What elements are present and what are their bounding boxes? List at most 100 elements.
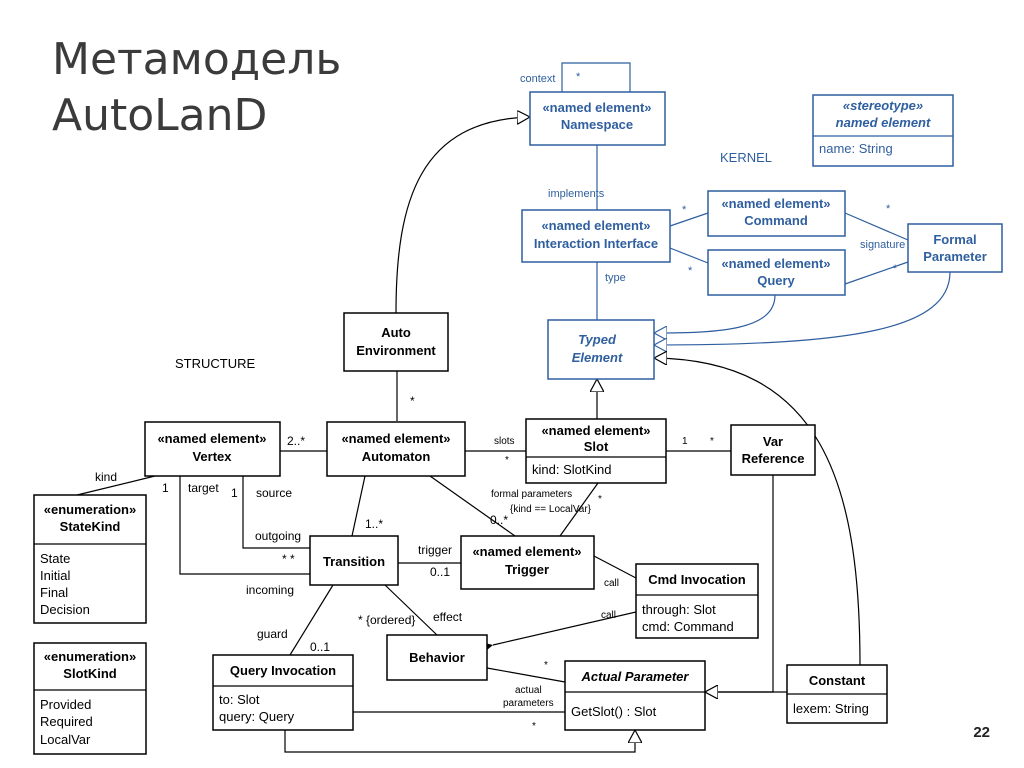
svg-text:Initial: Initial xyxy=(40,568,70,583)
automaton-class[interactable]: «named element» Automaton xyxy=(326,421,466,477)
label-actual-parameters-1: actual xyxy=(515,685,542,696)
label-incoming-mult: * * xyxy=(282,552,295,566)
svg-text:cmd: Command: cmd: Command xyxy=(642,619,734,634)
svg-text:«enumeration»: «enumeration» xyxy=(44,649,136,664)
label-signature: signature xyxy=(860,239,905,251)
svg-text:Final: Final xyxy=(40,585,68,600)
svg-text:Query: Query xyxy=(757,273,795,288)
fp-generalization xyxy=(654,271,951,345)
cmd-invocation-class[interactable]: Cmd Invocation through: Slot cmd: Comman… xyxy=(635,563,759,639)
svg-text:«named element»: «named element» xyxy=(542,100,651,115)
svg-text:Automaton: Automaton xyxy=(362,449,431,464)
formal-parameter-class[interactable]: Formal Parameter xyxy=(907,223,1003,273)
transition-class[interactable]: Transition xyxy=(309,535,399,586)
svg-text:Trigger: Trigger xyxy=(505,562,549,577)
qi-generalization xyxy=(284,730,635,753)
svg-text:Typed: Typed xyxy=(578,332,617,347)
svg-text:Command: Command xyxy=(744,213,808,228)
svg-text:Cmd Invocation: Cmd Invocation xyxy=(648,572,746,587)
svg-text:«enumeration»: «enumeration» xyxy=(44,502,136,517)
svg-text:State: State xyxy=(40,551,70,566)
label-transition-mult: 1..* xyxy=(365,517,383,531)
svg-text:GetSlot() : Slot: GetSlot() : Slot xyxy=(571,704,657,719)
label-qi-mult: * xyxy=(532,721,536,732)
slide-title: Метамодель AutoLanD xyxy=(52,32,432,144)
var-reference-class[interactable]: Var Reference xyxy=(730,424,816,476)
label-target: target xyxy=(188,481,219,495)
svg-text:Query Invocation: Query Invocation xyxy=(230,663,336,678)
label-ordered: * {ordered} xyxy=(358,613,415,627)
stereotype-named-element[interactable]: «stereotype» named element name: String xyxy=(812,94,954,167)
svg-text:Namespace: Namespace xyxy=(561,117,633,132)
svg-text:Actual Parameter: Actual Parameter xyxy=(581,669,690,684)
svg-text:Slot: Slot xyxy=(584,439,609,454)
label-implements: implements xyxy=(548,188,605,200)
typed-element-class[interactable]: Typed Element xyxy=(547,319,655,380)
label-guard-opt: 0..1 xyxy=(310,640,330,654)
behavior-class[interactable]: Behavior xyxy=(386,634,488,681)
label-trigger-opt: 0..1 xyxy=(430,565,450,579)
label-source: source xyxy=(256,486,292,500)
svg-text:Environment: Environment xyxy=(356,343,436,358)
svg-text:Constant: Constant xyxy=(809,673,866,688)
slot-kind-enum[interactable]: «enumeration» SlotKind Provided Required… xyxy=(33,642,147,755)
query-assoc xyxy=(655,241,709,264)
svg-text:Decision: Decision xyxy=(40,602,90,617)
namespace-class[interactable]: «named element» Namespace xyxy=(529,91,666,146)
label-call-behavior: call xyxy=(601,610,616,621)
svg-text:Parameter: Parameter xyxy=(923,249,987,264)
constant-generalization xyxy=(654,358,861,666)
label-vertex-mult: 2..* xyxy=(287,434,305,448)
label-source-one: 1 xyxy=(231,486,238,500)
vertex-kind xyxy=(76,475,156,496)
label-incoming: incoming xyxy=(246,583,294,597)
svg-text:Behavior: Behavior xyxy=(409,650,465,665)
label-actual-parameters-2: parameters xyxy=(503,698,554,709)
svg-text:Interaction Interface: Interaction Interface xyxy=(534,236,658,251)
source-assoc xyxy=(242,476,310,549)
svg-text:«named element»: «named element» xyxy=(157,431,266,446)
svg-text:Var: Var xyxy=(763,434,783,449)
svg-text:«named element»: «named element» xyxy=(541,218,650,233)
cmd-trigger xyxy=(579,548,637,579)
title-line-1: Метамодель xyxy=(52,34,342,85)
connectors xyxy=(76,62,951,753)
actual-parameter-class[interactable]: Actual Parameter GetSlot() : Slot xyxy=(564,660,706,731)
svg-text:Required: Required xyxy=(40,714,93,729)
label-fp-mult-bottom: * xyxy=(893,263,898,275)
auto-environment-class[interactable]: Auto Environment xyxy=(343,312,449,372)
svg-text:«stereotype»: «stereotype» xyxy=(843,98,923,113)
constant-class[interactable]: Constant lexem: String xyxy=(786,664,888,724)
title-line-2: AutoLanD xyxy=(52,90,268,141)
query-class[interactable]: «named element» Query xyxy=(707,249,846,296)
svg-text:«named element»: «named element» xyxy=(341,431,450,446)
svg-text:«named element»: «named element» xyxy=(721,256,830,271)
transition-behavior xyxy=(373,573,438,636)
svg-text:kind: SlotKind: kind: SlotKind xyxy=(532,462,612,477)
trigger-class[interactable]: «named element» Trigger xyxy=(460,535,595,590)
structure-label: STRUCTURE xyxy=(175,356,255,371)
label-slots: slots xyxy=(494,436,515,447)
svg-text:to: Slot: to: Slot xyxy=(219,692,260,707)
command-assoc xyxy=(654,212,709,233)
svg-text:lexem: String: lexem: String xyxy=(793,701,869,716)
vertex-class[interactable]: «named element» Vertex xyxy=(144,421,281,477)
svg-text:name: String: name: String xyxy=(819,141,893,156)
command-class[interactable]: «named element» Command xyxy=(707,190,846,237)
label-constraint: {kind == LocalVar} xyxy=(510,504,592,515)
label-call-cmd: call xyxy=(604,578,619,589)
interaction-interface-class[interactable]: «named element» Interaction Interface xyxy=(521,209,671,263)
label-trigger: trigger xyxy=(418,543,452,557)
label-fp-mult-top: * xyxy=(886,203,891,215)
svg-text:Vertex: Vertex xyxy=(192,449,232,464)
label-outgoing: outgoing xyxy=(255,529,301,543)
query-invocation-class[interactable]: Query Invocation to: Slot query: Query xyxy=(212,654,354,731)
svg-text:Transition: Transition xyxy=(323,554,385,569)
signature-cmd xyxy=(830,206,909,241)
svg-text:SlotKind: SlotKind xyxy=(63,666,116,681)
label-context-mult: * xyxy=(576,71,581,83)
slot-class[interactable]: «named element» Slot kind: SlotKind xyxy=(525,418,667,484)
state-kind-enum[interactable]: «enumeration» StateKind State Initial Fi… xyxy=(33,494,147,624)
automaton-trigger xyxy=(416,466,516,537)
